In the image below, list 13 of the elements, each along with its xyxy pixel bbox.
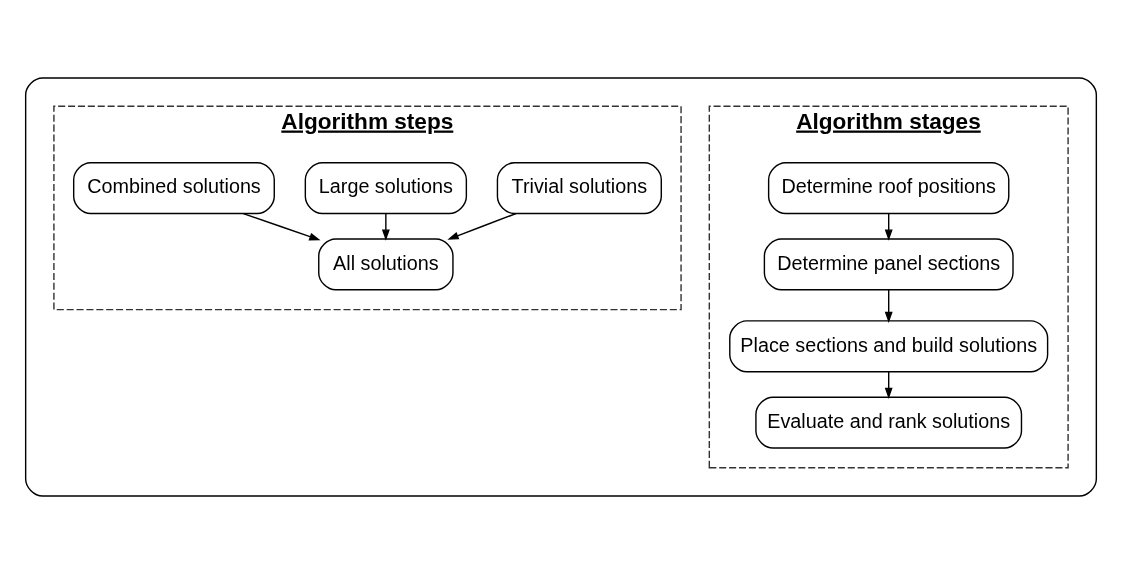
node-box: All solutions: [318, 238, 454, 291]
cluster: [24, 77, 1098, 497]
node-box: Trivial solutions: [496, 162, 662, 215]
arrow: [447, 212, 517, 240]
node-box: Determine roof positions: [767, 162, 1010, 215]
arrow: [381, 212, 390, 241]
node-box: Evaluate and rank solutions: [755, 396, 1023, 449]
node-box: Place sections and build solutions: [729, 320, 1049, 373]
node-box: Determine panel sections: [763, 238, 1014, 291]
arrow: [242, 212, 321, 241]
node-box: Large solutions: [304, 162, 468, 215]
node-box: Combined solutions: [73, 162, 275, 215]
arrow: [884, 289, 893, 324]
